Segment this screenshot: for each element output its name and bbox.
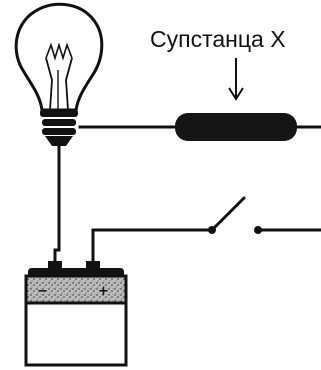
wire-bulb-to-battery	[53, 144, 61, 264]
arrow-down-icon	[228, 58, 244, 101]
wire-battery-to-switch	[91, 228, 214, 264]
battery-positive-terminal	[86, 261, 100, 268]
switch-icon	[208, 196, 262, 234]
battery-positive-label: +	[98, 284, 109, 299]
battery-icon: − +	[24, 261, 128, 367]
battery-negative-terminal	[48, 261, 62, 268]
substance-label: Супстанца X	[150, 26, 286, 52]
light-bulb-icon	[14, 2, 104, 146]
substance-x-rod	[175, 113, 297, 141]
battery-negative-label: −	[37, 284, 48, 299]
circuit-wires	[53, 125, 321, 264]
